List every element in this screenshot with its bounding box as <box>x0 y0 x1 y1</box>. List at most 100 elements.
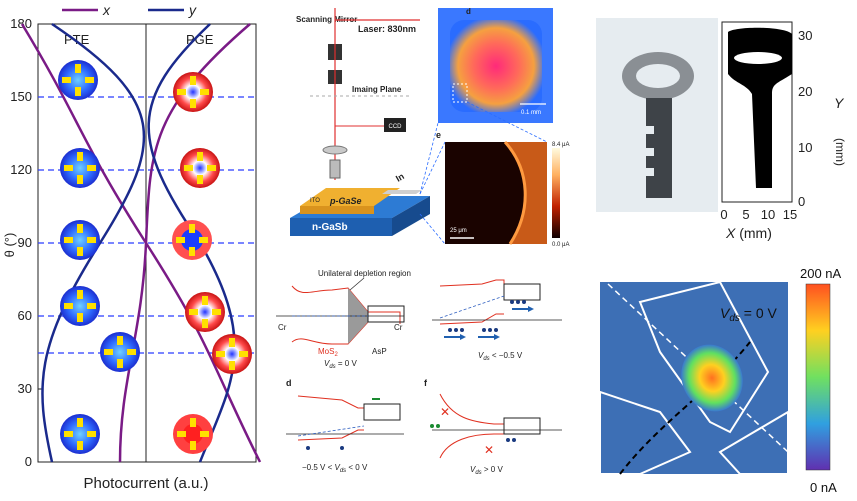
legend-y-label: y <box>188 2 197 18</box>
panel-d-key-imaging: 0 10 20 30 Y (mm) 0 5 10 15 X (mm) <box>596 18 857 248</box>
depletion-pointer <box>349 277 365 291</box>
y-tick-60: 60 <box>18 308 32 323</box>
x-axis-label: Photocurrent (a.u.) <box>83 475 208 492</box>
ngasb-label: n-GaSb <box>312 222 348 233</box>
pte-disc-2 <box>60 148 100 188</box>
panel-b-svg: Scanning Mirror Laser: 830nm Imaing Plan… <box>290 7 569 248</box>
ccd-camera <box>384 118 406 132</box>
pgase-label: p-GaSe <box>329 196 362 206</box>
scan-key-silhouette <box>728 27 792 189</box>
pge-disc-2 <box>180 148 220 188</box>
vds-b-label: Vds < −0.5 V <box>478 351 523 362</box>
cbar-top-label: 200 nA <box>800 266 842 281</box>
scan-x-tick-0: 0 <box>720 207 727 222</box>
objective-body <box>329 159 341 179</box>
band-diagram-3: d −0.5 V < Vds < 0 V <box>286 378 404 474</box>
pgase-layer <box>300 188 400 206</box>
panel-a-photocurrent-plot: x y PTE PGE 0 30 60 90 120 150 180 θ (°) <box>0 0 262 496</box>
pgase-front <box>300 206 374 214</box>
map-d-scale-label: 0.1 mm <box>521 110 541 116</box>
scan-x-tick-5: 5 <box>742 207 749 222</box>
map-d-hot-square <box>450 20 542 112</box>
y-tick-150: 150 <box>10 89 32 104</box>
map-e-cbar-bottom: 0.0 μA <box>552 242 569 248</box>
pte-disc-4 <box>60 286 100 326</box>
pge-disc-6 <box>173 414 213 454</box>
cbar-bottom-label: 0 nA <box>810 480 837 495</box>
scan-y-axis-label: Y <box>834 95 845 111</box>
map-e-label: e <box>436 130 441 140</box>
panel-d-svg: 0 10 20 30 Y (mm) 0 5 10 15 X (mm) <box>596 18 847 241</box>
scanning-mirror-label: Scanning Mirror <box>296 15 357 24</box>
scan-y-tick-30: 30 <box>798 28 812 43</box>
pte-disc-3 <box>60 220 100 260</box>
scan-y-tick-10: 10 <box>798 140 812 155</box>
scan-x-tick-10: 10 <box>761 207 775 222</box>
col-pge-label: PGE <box>186 32 214 47</box>
electrode-outlines <box>599 280 789 475</box>
carriers-2 <box>448 300 526 332</box>
band-diagram-4: f ✕ ✕ Vds > 0 V <box>424 378 562 476</box>
map-e-colorbar <box>552 148 560 238</box>
y-tick-30: 30 <box>18 381 32 396</box>
band-diagram-2: Vds < −0.5 V <box>432 279 562 362</box>
imaging-plane-label: Imaing Plane <box>352 85 402 94</box>
y-tick-120: 120 <box>10 162 32 177</box>
pte-disc-1 <box>58 60 98 100</box>
scan-x-axis-label: X (mm) <box>725 225 772 241</box>
pge-disc-3 <box>172 220 212 260</box>
scan-x-tick-15: 15 <box>783 207 797 222</box>
ito-label: ITO <box>310 198 320 204</box>
scan-y-axis-unit: (mm) <box>833 138 847 166</box>
pge-disc-4 <box>185 292 225 332</box>
map-d-label: d <box>466 7 471 16</box>
ccd-label: CCD <box>389 124 403 130</box>
in-label: In <box>394 171 406 184</box>
connector-lines <box>419 101 548 245</box>
map-e-colorbar-nA <box>805 283 831 471</box>
panel-a-svg: x y PTE PGE 0 30 60 90 120 150 180 θ (°) <box>2 2 262 492</box>
pte-discs <box>58 60 140 454</box>
panel-c-svg: Unilateral depletion region Cr Cr MoS2 A… <box>276 269 562 476</box>
y-tick-0: 0 <box>25 454 32 469</box>
scan-y-ticks: 0 10 20 30 <box>798 28 812 209</box>
laser-label: Laser: 830nm <box>358 24 416 34</box>
label-f: f <box>424 378 428 388</box>
panel-e-svg: Vds = 0 V 200 nA 0 nA <box>599 266 842 495</box>
cross-mark-1: ✕ <box>440 405 450 419</box>
asp-label: AsP <box>372 347 387 356</box>
vds-a-label: Vds = 0 V <box>324 359 357 370</box>
ngasb-side <box>392 196 430 236</box>
vds-d-label: −0.5 V < Vds < 0 V <box>302 463 368 474</box>
mos2-label: MoS2 <box>318 347 338 358</box>
arrows-2 <box>444 306 534 340</box>
band-diagram-1: Unilateral depletion region Cr Cr MoS2 A… <box>276 269 411 370</box>
map-e-cbar-top: 8.4 μA <box>552 142 569 148</box>
key-photo <box>622 52 694 198</box>
cr-right-label: Cr <box>394 323 403 332</box>
y-tick-180: 180 <box>10 16 32 31</box>
curve-y-blue <box>41 22 146 463</box>
objective-lens <box>322 145 348 155</box>
map-e-edge-highlight <box>503 141 527 245</box>
pge-disc-1 <box>173 72 213 112</box>
panel-b-setup: Scanning Mirror Laser: 830nm Imaing Plan… <box>270 0 580 250</box>
scan-y-tick-0: 0 <box>798 194 805 209</box>
map-e-scale-label: 25 μm <box>450 228 467 234</box>
scan-y-tick-20: 20 <box>798 84 812 99</box>
hotspot <box>681 344 743 412</box>
y-tick-labels: 0 30 60 90 120 150 180 <box>10 16 32 469</box>
pge-disc-5 <box>212 334 252 374</box>
in-contact <box>382 190 422 194</box>
label-d: d <box>286 378 292 388</box>
cr-left-label: Cr <box>278 323 287 332</box>
panel-c-band-diagrams: Unilateral depletion region Cr Cr MoS2 A… <box>272 258 582 496</box>
legend-x-label: x <box>102 2 111 18</box>
cross-mark-2: ✕ <box>484 443 494 457</box>
panel-e-current-map: Vds = 0 V 200 nA 0 nA <box>599 262 857 496</box>
pte-disc-6 <box>60 414 100 454</box>
depletion-label: Unilateral depletion region <box>318 269 411 278</box>
ngasb-front <box>290 218 392 236</box>
pte-disc-5 <box>100 332 140 372</box>
scan-x-ticks: 0 5 10 15 <box>720 207 797 222</box>
